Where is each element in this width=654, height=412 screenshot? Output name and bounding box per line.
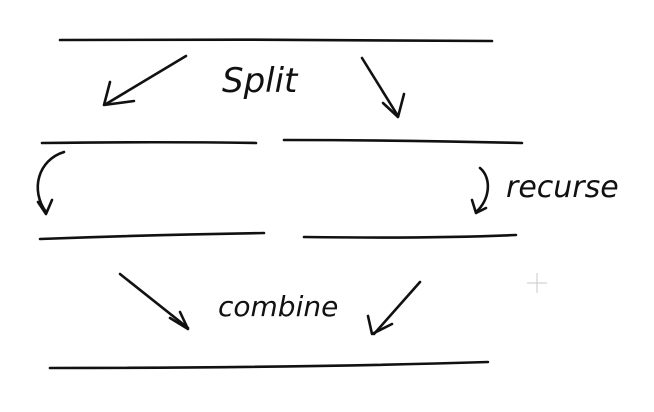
left-half-bottom-line (38, 231, 266, 241)
bottom-array-line (48, 360, 490, 370)
crosshair-cursor-icon (527, 273, 547, 293)
combine-label: combine (218, 290, 338, 323)
recurse-arrow-right (470, 166, 490, 215)
split-arrow-left (102, 54, 188, 107)
recurse-label: recurse (506, 170, 619, 205)
combine-arrow-left (118, 272, 190, 331)
split-label: Split (222, 61, 299, 101)
split-arrow-right (360, 56, 406, 119)
recurse-arrow-left (36, 150, 66, 216)
right-half-top-line (282, 138, 524, 145)
right-half-bottom-line (302, 233, 518, 239)
left-half-top-line (40, 140, 258, 145)
combine-arrow-right (366, 280, 422, 336)
top-array-line (58, 38, 494, 43)
